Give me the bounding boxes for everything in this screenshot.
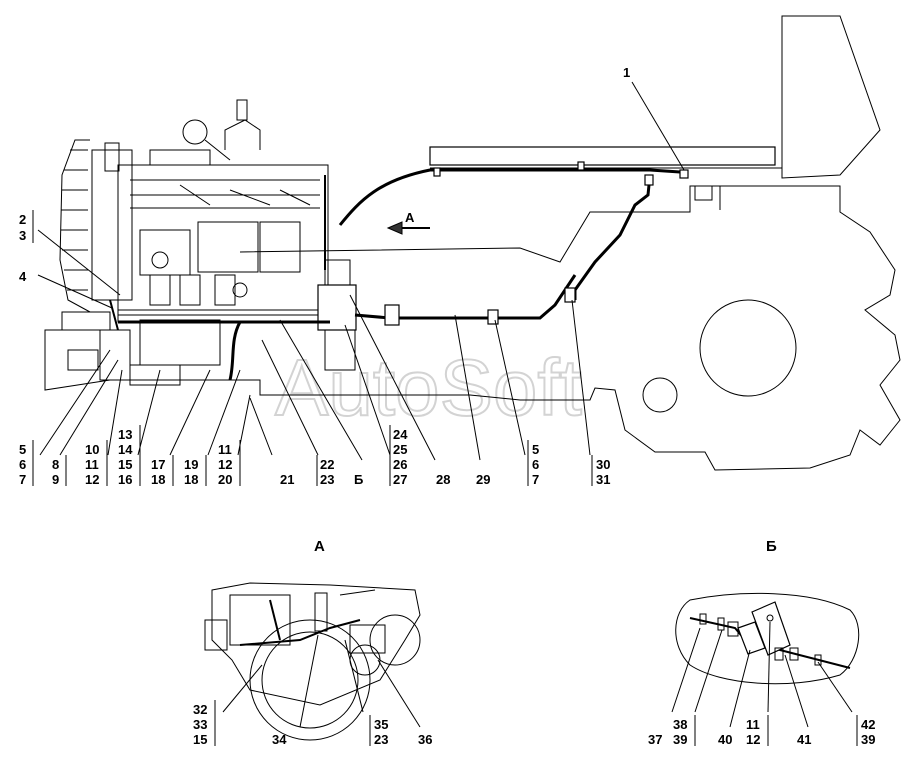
cooling-fan	[59, 139, 91, 313]
callout-7: 7	[19, 472, 26, 487]
callout-24-27: 24 25 26 27	[389, 425, 408, 487]
callout-13: 13	[118, 427, 132, 442]
callout-17: 17	[151, 457, 165, 472]
callout-31: 31	[596, 472, 610, 487]
callout-2-3: 2 3	[19, 210, 34, 243]
wiring-harness	[109, 161, 689, 381]
callout-21: 21	[280, 472, 294, 487]
leader-lines	[37, 81, 685, 461]
callout-35-23: 35 23	[369, 715, 388, 747]
callout-9: 9	[52, 472, 59, 487]
detail-view-b: Б 37 38 39 40 11 12 41 4	[648, 538, 875, 747]
callout-42-39: 42 39	[856, 715, 875, 747]
callout-27: 27	[393, 472, 407, 487]
callout-24: 24	[393, 427, 408, 442]
cab-outline	[781, 15, 881, 179]
callout-22-23: 22 23	[316, 455, 334, 487]
detail-view-a: А 32 33 15 34 35 23 36	[193, 538, 432, 747]
main-assembly-view: А 1 2 3 4	[19, 15, 901, 487]
callout-19: 19	[184, 457, 198, 472]
callout-20: 20	[218, 472, 232, 487]
callout-5b: 5	[532, 442, 539, 457]
callout-b: Б	[354, 472, 363, 487]
wheel-hub	[699, 299, 797, 397]
callout-28: 28	[436, 472, 450, 487]
callout-11b: 11	[218, 442, 232, 457]
callout-11c: 11	[746, 717, 760, 732]
callout-16: 16	[118, 472, 132, 487]
callout-4: 4	[19, 269, 27, 284]
callout-38-39: 38 39	[673, 715, 696, 747]
chassis-frame	[44, 185, 901, 471]
callout-42: 42	[861, 717, 875, 732]
callout-10-12: 10 11 12	[85, 440, 108, 487]
callout-12: 12	[85, 472, 99, 487]
callout-11-12-20: 11 12 20	[218, 440, 241, 487]
callout-11: 11	[85, 457, 99, 472]
callout-5-7-left: 5 6 7	[19, 440, 34, 487]
callout-8-9: 8 9	[52, 455, 67, 487]
callout-23: 23	[320, 472, 334, 487]
callout-29: 29	[476, 472, 490, 487]
callout-7b: 7	[532, 472, 539, 487]
callout-38: 38	[673, 717, 687, 732]
callout-41: 41	[797, 732, 811, 747]
callout-5: 5	[19, 442, 26, 457]
callout-25: 25	[393, 442, 407, 457]
callout-34: 34	[272, 732, 287, 747]
callout-15b: 15	[193, 732, 207, 747]
callout-10: 10	[85, 442, 99, 457]
callout-12b: 12	[218, 457, 232, 472]
callout-14: 14	[118, 442, 133, 457]
callout-17-18: 17 18	[151, 455, 174, 487]
callout-18: 18	[151, 472, 165, 487]
callout-39: 39	[673, 732, 687, 747]
view-arrow-a-label: А	[405, 210, 415, 225]
callout-30: 30	[596, 457, 610, 472]
callout-15: 15	[118, 457, 132, 472]
callout-1: 1	[623, 65, 630, 80]
hood-rail	[429, 146, 776, 166]
callout-22: 22	[320, 457, 334, 472]
callout-5-7-right: 5 6 7	[527, 440, 539, 487]
callout-8: 8	[52, 457, 59, 472]
callout-3: 3	[19, 228, 26, 243]
callout-33: 33	[193, 717, 207, 732]
callout-40: 40	[718, 732, 732, 747]
callout-30-31: 30 31	[591, 455, 610, 487]
callout-35: 35	[374, 717, 388, 732]
view-a-title: А	[314, 538, 325, 555]
callout-11-12-b: 11 12	[746, 715, 769, 747]
callout-23b: 23	[374, 732, 388, 747]
callout-36: 36	[418, 732, 432, 747]
callout-18b: 18	[184, 472, 198, 487]
callout-6: 6	[19, 457, 26, 472]
view-b-title: Б	[766, 538, 777, 555]
callout-32: 32	[193, 702, 207, 717]
watermark: AutoSoft	[275, 343, 582, 432]
engine-block	[67, 99, 329, 386]
callout-13-16: 13 14 15 16	[118, 425, 141, 487]
callout-32-33-15: 32 33 15	[193, 700, 216, 747]
callout-37: 37	[648, 732, 662, 747]
callout-12c: 12	[746, 732, 760, 747]
callout-39b: 39	[861, 732, 875, 747]
callout-6b: 6	[532, 457, 539, 472]
callout-2: 2	[19, 212, 26, 227]
callout-19-18: 19 18	[184, 455, 207, 487]
callout-26: 26	[393, 457, 407, 472]
